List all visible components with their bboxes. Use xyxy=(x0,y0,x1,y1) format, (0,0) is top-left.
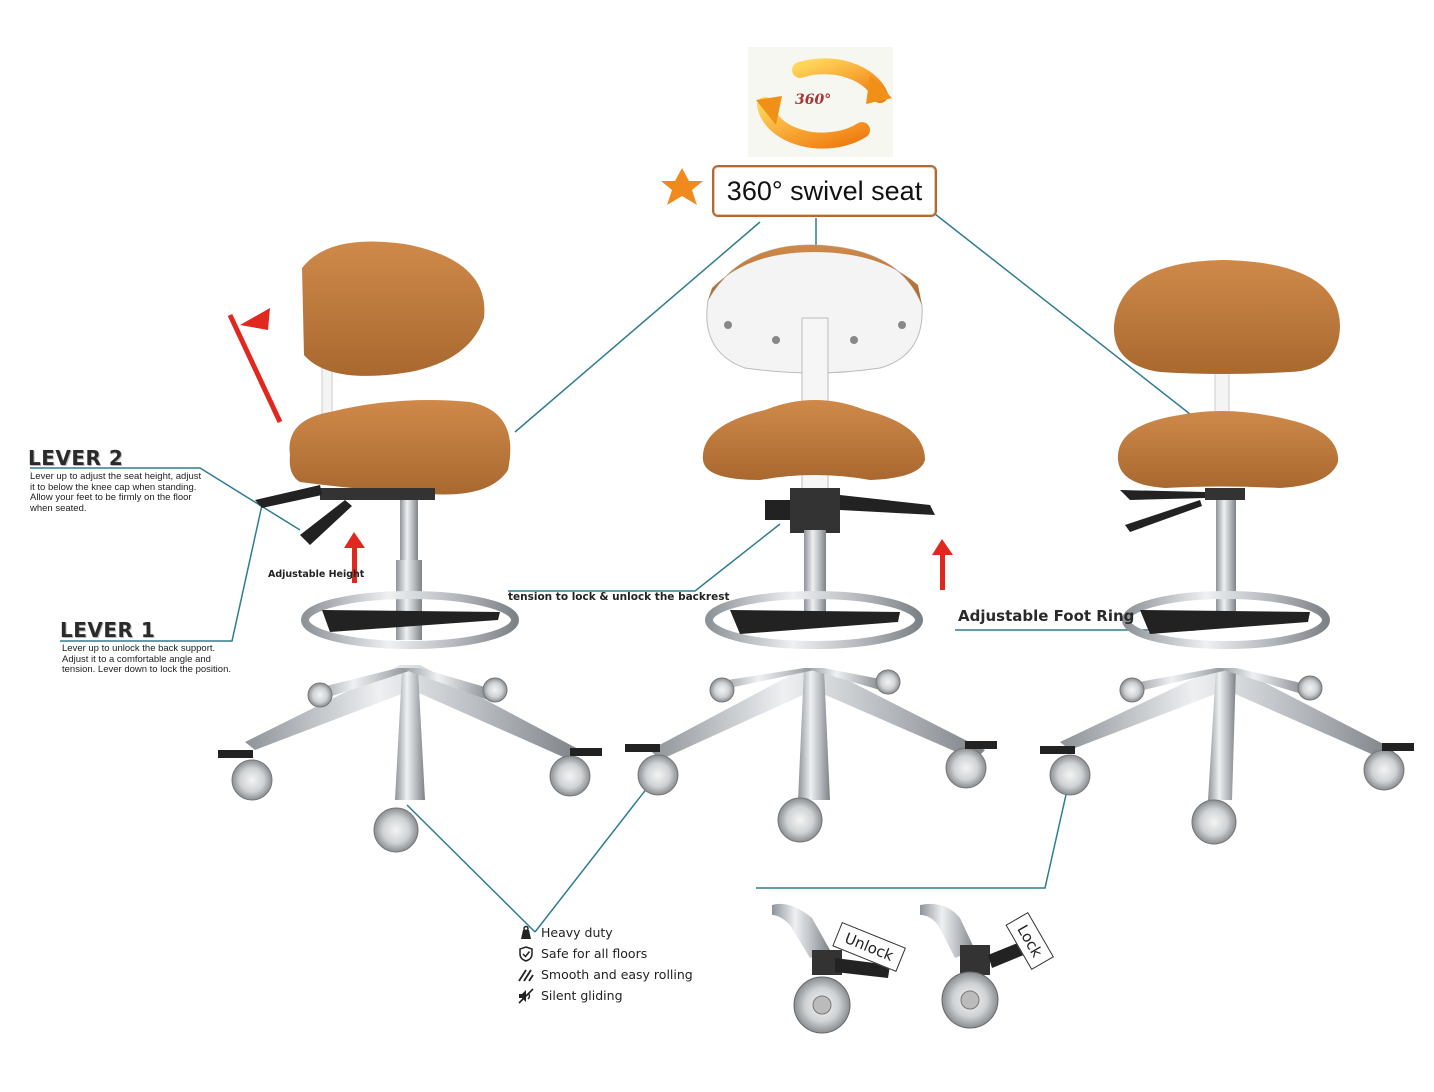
rolling-icon xyxy=(518,969,534,981)
feature-label: Smooth and easy rolling xyxy=(541,967,693,982)
feature-silent-gliding: Silent gliding xyxy=(517,985,693,1006)
adjustable-height-label: Adjustable Height xyxy=(268,569,365,580)
lever2-description: Lever up to adjust the seat height, adju… xyxy=(30,471,202,514)
feature-label: Heavy duty xyxy=(541,925,613,940)
stool-side-view xyxy=(218,241,602,853)
star-icon xyxy=(661,168,703,205)
shield-icon xyxy=(519,945,533,962)
feature-label: Safe for all floors xyxy=(541,946,648,961)
feature-safe-floors: Safe for all floors xyxy=(517,943,693,964)
weight-icon xyxy=(521,925,531,939)
rotation-360-icon xyxy=(748,47,893,157)
feature-heavy-duty: Heavy duty xyxy=(517,922,693,943)
recline-arrow-icon xyxy=(227,308,283,424)
stool-front-view xyxy=(1040,260,1414,845)
feature-smooth-rolling: Smooth and easy rolling xyxy=(517,964,693,985)
swivel-seat-label: 360° swivel seat xyxy=(712,165,937,217)
feature-list: Heavy duty Safe for all floors Smooth an… xyxy=(517,922,693,1006)
rotation-360-text: 360° xyxy=(795,92,832,108)
backrest-tension-label: tension to lock & unlock the backrest xyxy=(508,591,730,603)
silent-icon xyxy=(518,987,534,1004)
height-arrow-icon-1 xyxy=(344,532,365,583)
stool-back-view xyxy=(625,244,997,843)
lever2-title: LEVER 2 xyxy=(28,446,124,470)
caster-unlocked-closeup xyxy=(772,903,890,1034)
lever1-title: LEVER 1 xyxy=(60,618,156,642)
lever1-description: Lever up to unlock the back support. Adj… xyxy=(62,643,231,675)
height-arrow-icon-2 xyxy=(932,539,953,590)
feature-label: Silent gliding xyxy=(541,988,623,1003)
foot-ring-label: Adjustable Foot Ring xyxy=(958,607,1135,625)
